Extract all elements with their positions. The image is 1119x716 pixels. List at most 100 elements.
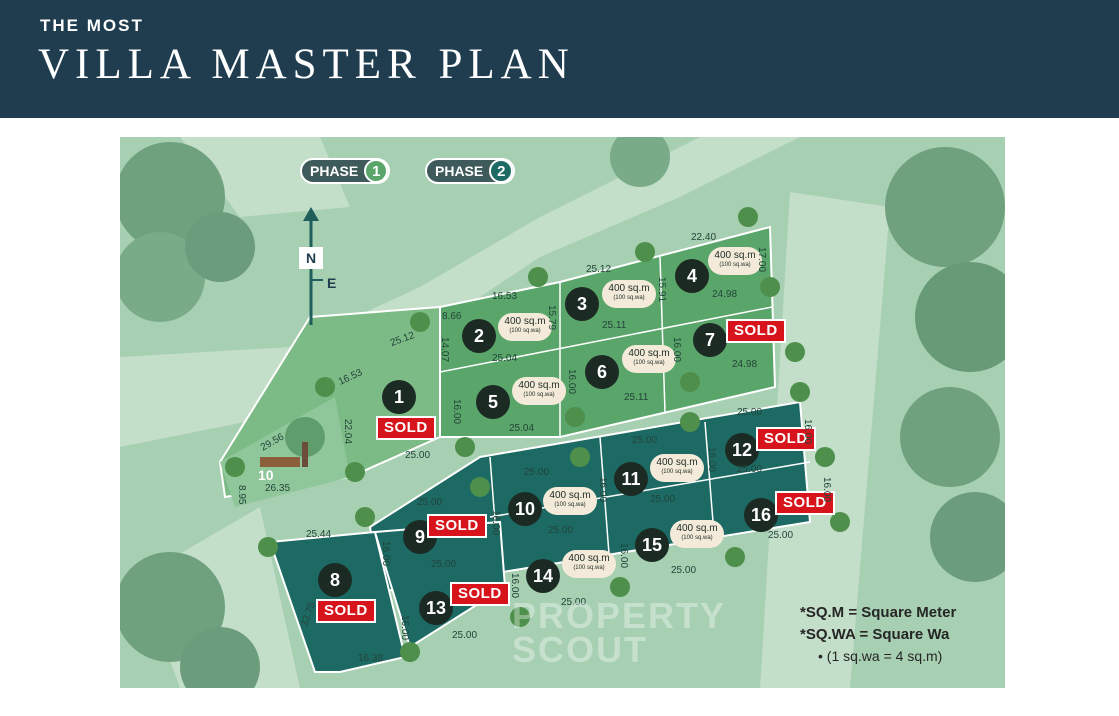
plot-15-sqm: 400 sq.m <box>676 523 718 534</box>
legend-sqm: *SQ.M = Square Meter <box>800 604 957 621</box>
plot-2-number: 2 <box>462 319 496 353</box>
phase-1-label: PHASE <box>310 163 359 179</box>
park-plot-label: 10 <box>258 467 274 483</box>
plot-14-sqm: 400 sq.m <box>568 553 610 564</box>
dim-label: 25.00 <box>405 450 431 461</box>
dim-label: 25.00 <box>417 497 443 508</box>
watermark: PROPERTY SCOUT <box>512 595 727 668</box>
dim-label: 24.98 <box>712 289 738 300</box>
plot-11-number: 11 <box>614 462 648 496</box>
plot-7-sold-badge: SOLD <box>726 319 786 343</box>
dim-label: 25.00 <box>632 435 658 446</box>
plot-6-sqwa: (100 sq.wa) <box>633 360 665 366</box>
master-plan-map: PHASE 1 PHASE 2 N E 1 SOLD 2 400 sq.m(10… <box>120 137 1005 688</box>
dim-label: 25.11 <box>624 392 649 403</box>
plot-3-area: 400 sq.m(100 sq.wa) <box>602 280 656 308</box>
dim-label: 25.44 <box>306 529 332 540</box>
dim-label: 16.00 <box>566 369 577 395</box>
plot-14-number: 14 <box>526 559 560 593</box>
plot-4-sqwa: (100 sq.wa) <box>719 262 751 268</box>
dim-label: 14.07 <box>439 337 450 363</box>
dim-label: 25.04 <box>492 353 518 364</box>
forest-trees <box>120 137 1005 688</box>
dim-label: 16.00 <box>490 510 501 536</box>
dim-label: 16.38 <box>358 653 384 664</box>
road-north <box>180 137 350 217</box>
dim-label: 17.00 <box>756 247 767 273</box>
plot-10-sqwa: (100 sq.wa) <box>554 502 586 508</box>
phase-1-badge: PHASE 1 <box>300 158 391 184</box>
dim-label: 25.00 <box>671 565 697 576</box>
phase-2-badge: PHASE 2 <box>425 158 516 184</box>
plot-15-sqwa: (100 sq.wa) <box>681 535 713 541</box>
plot-14-area: 400 sq.m(100 sq.wa) <box>562 550 616 578</box>
plot-3-sqm: 400 sq.m <box>608 283 650 294</box>
dim-label: 8.66 <box>442 311 462 322</box>
dim-label: 25.04 <box>509 423 535 434</box>
plot-9-sold-badge: SOLD <box>427 514 487 538</box>
dim-label: 16.00 <box>618 543 629 569</box>
dim-label: 25.00 <box>737 464 763 475</box>
plot-6-sqm: 400 sq.m <box>628 348 670 359</box>
plot-1-sold-badge: SOLD <box>376 416 436 440</box>
header-kicker: THE MOST <box>40 16 144 35</box>
north-arrow-icon <box>303 207 323 325</box>
plot-11-sqwa: (100 sq.wa) <box>661 469 693 475</box>
plot-4-area: 400 sq.m(100 sq.wa) <box>708 247 762 275</box>
dim-label: 16.00 <box>380 541 391 567</box>
plot-5-sqm: 400 sq.m <box>518 380 560 391</box>
compass-north: N <box>299 247 323 269</box>
plot-2-area: 400 sq.m(100 sq.wa) <box>498 313 552 341</box>
plot-10-area: 400 sq.m(100 sq.wa) <box>543 487 597 515</box>
phase-2-label: PHASE <box>435 163 484 179</box>
dim-label: 8.95 <box>236 485 247 505</box>
dim-label: 25.11 <box>602 320 627 331</box>
compass: N E <box>299 207 349 325</box>
dim-label: 22.04 <box>342 419 353 445</box>
dim-label: 25.00 <box>768 530 794 541</box>
dim-label: 16.00 <box>802 419 813 445</box>
dim-label: 16.00 <box>451 399 462 425</box>
plot-15-area: 400 sq.m(100 sq.wa) <box>670 520 724 548</box>
page-title: VILLA MASTER PLAN <box>38 41 575 88</box>
plot-1-number: 1 <box>382 380 416 414</box>
dim-label: 26.35 <box>265 483 291 494</box>
dim-label: 16.00 <box>597 477 608 503</box>
plot-13-number: 13 <box>419 591 453 625</box>
plot-6-number: 6 <box>585 355 619 389</box>
dim-label: 16.00 <box>671 337 682 363</box>
plot-3-number: 3 <box>565 287 599 321</box>
dim-label: 15.91 <box>656 277 667 303</box>
plot-7-number: 7 <box>693 323 727 357</box>
plot-2-sqwa: (100 sq.wa) <box>509 328 541 334</box>
plot-4-number: 4 <box>675 259 709 293</box>
dim-label: 15.79 <box>546 305 557 331</box>
plot-10-sqm: 400 sq.m <box>549 490 591 501</box>
dim-label: 16.00 <box>821 477 832 503</box>
plot-16-number: 16 <box>744 498 778 532</box>
plot-5-area: 400 sq.m(100 sq.wa) <box>512 377 566 405</box>
compass-east: E <box>327 275 337 291</box>
header-banner: THE MOST VILLA MASTER PLAN <box>0 0 1119 118</box>
plot-5-sqwa: (100 sq.wa) <box>523 392 555 398</box>
plot-12-sold-badge: SOLD <box>756 427 816 451</box>
plot-15-number: 15 <box>635 528 669 562</box>
plot-2-sqm: 400 sq.m <box>504 316 546 327</box>
plot-11-sqm: 400 sq.m <box>656 457 698 468</box>
dim-label: 25.00 <box>737 407 763 418</box>
watermark-line-1: PROPERTY <box>512 595 727 636</box>
dim-label: 16.00 <box>706 447 717 473</box>
plot-3-sqwa: (100 sq.wa) <box>613 295 645 301</box>
phase-2-number: 2 <box>489 159 514 183</box>
dim-label: 22.40 <box>691 232 717 243</box>
plot-14-sqwa: (100 sq.wa) <box>573 565 605 571</box>
legend: *SQ.M = Square Meter *SQ.WA = Square Wa … <box>800 604 956 664</box>
legend-sqwa: *SQ.WA = Square Wa <box>800 626 950 643</box>
plot-12-number: 12 <box>725 433 759 467</box>
plot-8-number: 8 <box>318 563 352 597</box>
dim-label: 25.00 <box>524 467 550 478</box>
plot-10-number: 10 <box>508 492 542 526</box>
plot-8-sold-badge: SOLD <box>316 599 376 623</box>
plot-16-sold-badge: SOLD <box>775 491 835 515</box>
bushes <box>225 207 850 662</box>
